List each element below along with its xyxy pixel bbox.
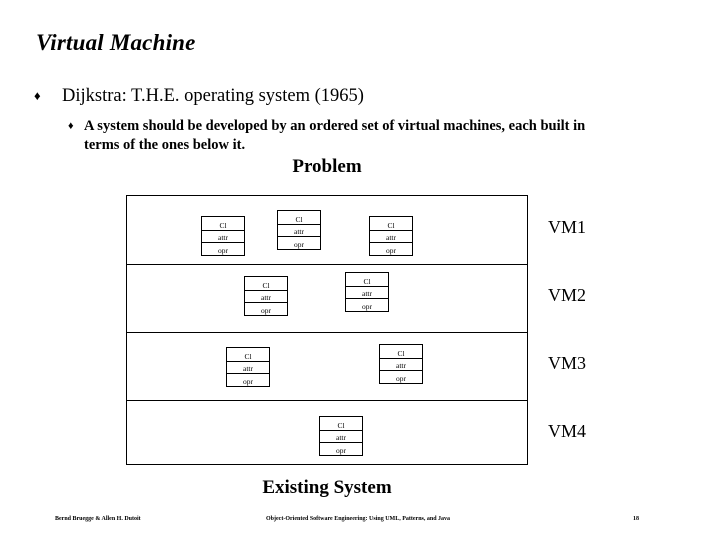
class-box-name: Cl: [363, 276, 371, 286]
diamond-bullet-icon: ♦: [34, 88, 41, 103]
class-box-operations: opr: [320, 442, 362, 455]
class-box-operations: opr: [202, 242, 244, 255]
bullet-level1-text: Dijkstra: T.H.E. operating system (1965): [62, 86, 364, 106]
class-box-attributes: attr: [346, 285, 388, 299]
bullet-level1: ♦ Dijkstra: T.H.E. operating system (196…: [34, 85, 654, 107]
class-box-name: Cl: [387, 220, 395, 230]
diamond-sub-bullet-icon: ♦: [68, 120, 74, 132]
class-box-name: Cl: [397, 348, 405, 358]
class-box-operations: opr: [380, 370, 422, 383]
class-box-operations: opr: [245, 302, 287, 315]
vm-label-1: VM1: [548, 217, 587, 237]
class-box-operations: opr: [346, 298, 388, 311]
class-box-attributes: attr: [380, 357, 422, 371]
vm-label-2: VM2: [548, 285, 587, 305]
class-box-attributes: attr: [370, 229, 412, 243]
vm-label-3: VM3: [548, 353, 587, 373]
class-box-attributes: attr: [278, 223, 320, 237]
vm-band-3: [127, 332, 527, 400]
vm-band-2: [127, 264, 527, 332]
footer-page-number: 18: [633, 516, 639, 522]
footer-book-title: Object-Oriented Software Engineering: Us…: [266, 516, 451, 522]
vm-band-1: [127, 196, 527, 264]
class-box-attributes: attr: [320, 429, 362, 443]
footer-author: Bernd Bruegge & Allen H. Dutoit: [55, 516, 141, 522]
class-box-attributes: attr: [227, 360, 269, 374]
class-box-name: Cl: [337, 420, 345, 430]
class-box-operations: opr: [278, 236, 320, 249]
class-box-attributes: attr: [202, 229, 244, 243]
slide-footer: Bernd Bruegge & Allen H. Dutoit Object-O…: [0, 514, 720, 530]
class-box-operations: opr: [227, 373, 269, 386]
page-title: Virtual Machine: [36, 30, 196, 55]
bullet-level2-text: A system should be developed by an order…: [84, 118, 586, 153]
bullet-level2: ♦ A system should be developed by an ord…: [68, 117, 608, 155]
class-box-attributes: attr: [245, 289, 287, 303]
vm-band-4: [127, 400, 527, 468]
class-box-name: Cl: [219, 220, 227, 230]
problem-heading: Problem: [292, 156, 362, 177]
existing-system-heading: Existing System: [262, 477, 392, 498]
class-box-name: Cl: [244, 351, 252, 361]
class-box-name: Cl: [262, 280, 270, 290]
class-box-name: Cl: [295, 214, 303, 224]
class-box-operations: opr: [370, 242, 412, 255]
vm-label-4: VM4: [548, 421, 587, 441]
